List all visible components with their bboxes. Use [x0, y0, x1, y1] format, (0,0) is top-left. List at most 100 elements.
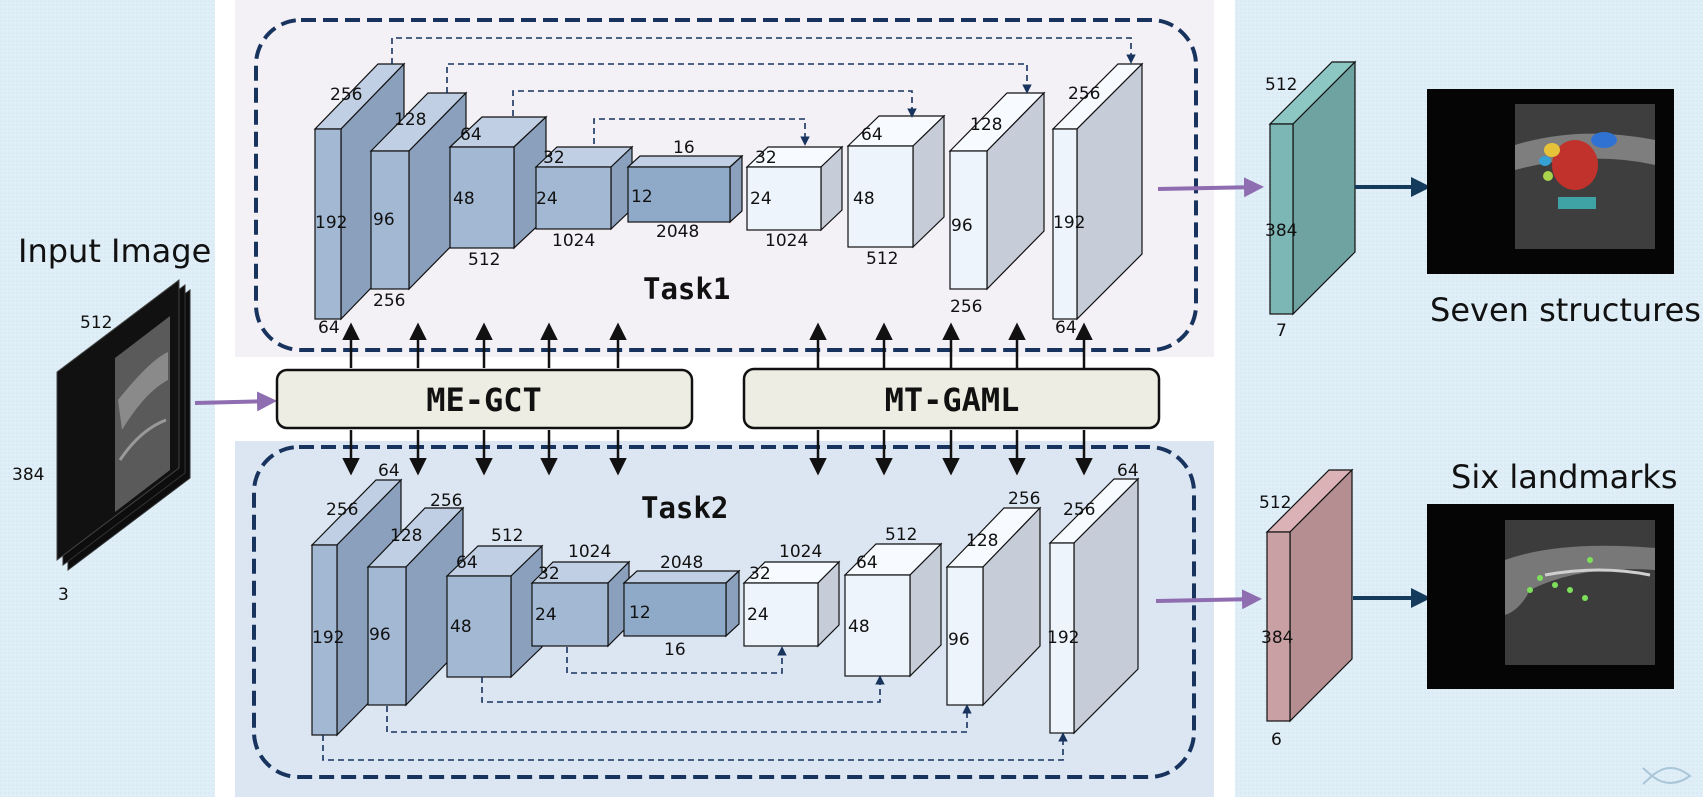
task2-decoder-block: [1048, 477, 1140, 735]
task2-encoder-top2-label: 32: [538, 564, 560, 584]
task2-encoder-top-label: 512: [491, 526, 523, 546]
task2-decoder-top-label: 64: [1117, 461, 1139, 481]
task1-encoder-bottom-label: 64: [318, 318, 340, 338]
task2-encoder-side-label: 192: [312, 628, 344, 648]
task2-encoder-top-label: 2048: [660, 553, 703, 573]
task2-encoder-top2-label: 256: [326, 500, 358, 520]
task1-output-top-label: 512: [1265, 75, 1297, 95]
task1-decoder-top-label: 64: [861, 125, 883, 145]
task1-decoder-top-label: 128: [970, 115, 1002, 135]
input-arrow: [194, 391, 277, 412]
task2-label: Task2: [641, 491, 728, 525]
task1-decoder-side-label: 24: [750, 189, 772, 209]
task1-decoder-side-label: 96: [951, 216, 973, 236]
task1-encoder-block: [626, 154, 744, 224]
module-arrows: [342, 322, 1093, 476]
task2-decoder-top-label: 512: [885, 525, 917, 545]
task2-decoder-side-label: 48: [848, 617, 870, 637]
task2-output-block: [1265, 468, 1354, 723]
task2-output-top-label: 512: [1259, 493, 1291, 513]
input-image-stack: [56, 278, 191, 572]
task2-skip-connections: [322, 646, 1068, 761]
input-dim-width: 512: [80, 313, 112, 333]
task2-encoder-block: [445, 544, 544, 679]
task2-encoder-bottom-label: 16: [664, 640, 686, 660]
task2-decoder-top2-label: 128: [966, 531, 998, 551]
task2-decoder-block: [843, 542, 943, 678]
task1-label: Task1: [643, 272, 730, 306]
mt-gaml-module: [742, 367, 1161, 430]
task1-encoder-side-label: 192: [315, 213, 347, 233]
task2-border: [252, 445, 1196, 779]
task1-output-side-label: 384: [1265, 221, 1297, 241]
task2-encoder-side-label: 24: [535, 605, 557, 625]
task2-output-arrow: [1155, 589, 1262, 610]
task2-encoder-side-label: 96: [369, 625, 391, 645]
task1-decoder-bottom-label: 64: [1055, 318, 1077, 338]
task2-encoder-side-label: 48: [450, 617, 472, 637]
me-gct-label: ME-GCT: [426, 381, 542, 419]
task1-output-bottom-label: 7: [1276, 321, 1287, 341]
task1-decoder-top-label: 32: [755, 148, 777, 168]
task2-decoder-top2-label: 64: [856, 553, 878, 573]
task1-encoder-top-label: 256: [330, 85, 362, 105]
task1-encoder-bottom-label: 2048: [656, 222, 699, 242]
task2-decoder-top2-label: 32: [749, 564, 771, 584]
task1-encoder-block: [448, 115, 548, 250]
six-landmarks-image: [1427, 504, 1674, 689]
task1-decoder-top-label: 256: [1068, 84, 1100, 104]
task2-encoder-top2-label: 128: [390, 526, 422, 546]
task1-encoder-top-label: 32: [543, 148, 565, 168]
task1-decoder-bottom-label: 512: [866, 249, 898, 269]
task1-decoder-block: [745, 145, 844, 232]
task1-encoder-side-label: 96: [373, 210, 395, 230]
task1-encoder-bottom-label: 512: [468, 250, 500, 270]
task2-encoder-side-label: 12: [629, 603, 651, 623]
task1-encoder-top-label: 128: [394, 110, 426, 130]
task1-decoder-block: [846, 114, 946, 249]
task1-border: [254, 18, 1198, 352]
task1-skip-connections: [391, 37, 1136, 146]
task1-decoder-bottom-label: 256: [950, 297, 982, 317]
task2-encoder-top-label: 64: [378, 461, 400, 481]
task2-decoder-top-label: 1024: [779, 542, 822, 562]
task2-encoder-top2-label: 64: [456, 553, 478, 573]
task1-output-block: [1268, 60, 1357, 316]
task1-encoder-side-label: 48: [453, 189, 475, 209]
task1-decoder-side-label: 48: [853, 189, 875, 209]
task1-encoder-bottom-label: 1024: [552, 231, 595, 251]
fish-logo-icon: [1642, 767, 1692, 785]
task1-encoder-bottom-label: 256: [373, 291, 405, 311]
task2-output-bottom-label: 6: [1271, 730, 1282, 750]
task1-decoder-bottom-label: 1024: [765, 231, 808, 251]
task1-encoder-top-label: 64: [460, 125, 482, 145]
input-dim-channels: 3: [58, 585, 69, 605]
task1-output-arrow: [1157, 177, 1264, 198]
task1-decoder-block: [1051, 62, 1144, 321]
task1-encoder-top-label: 16: [673, 138, 695, 158]
mt-gaml-label: MT-GAML: [885, 381, 1020, 419]
task2-decoder-top-label: 256: [1008, 489, 1040, 509]
task2-decoder-block: [945, 506, 1042, 707]
six-landmarks-title: Six landmarks: [1451, 458, 1678, 496]
task2-output-side-label: 384: [1261, 628, 1293, 648]
task1-decoder-block: [948, 91, 1046, 291]
task2-decoder-side-label: 24: [747, 605, 769, 625]
task2-decoder-side-label: 96: [948, 630, 970, 650]
task2-encoder-top-label: 1024: [568, 542, 611, 562]
task1-decoder-side-label: 192: [1053, 213, 1085, 233]
network-blocks: 2561926412896256644851232241024161220483…: [310, 60, 1357, 750]
input-dim-height: 384: [12, 465, 44, 485]
task1-encoder-side-label: 12: [631, 187, 653, 207]
input-title: Input Image: [18, 232, 211, 270]
seven-structures-title: Seven structures: [1430, 291, 1701, 329]
task2-encoder-block: [622, 569, 741, 638]
seven-structures-image: [1427, 89, 1674, 274]
task2-decoder-top2-label: 256: [1063, 500, 1095, 520]
task2-decoder-block: [742, 560, 841, 648]
task2-encoder-top-label: 256: [430, 491, 462, 511]
me-gct-module: [275, 368, 694, 430]
task2-decoder-side-label: 192: [1047, 628, 1079, 648]
